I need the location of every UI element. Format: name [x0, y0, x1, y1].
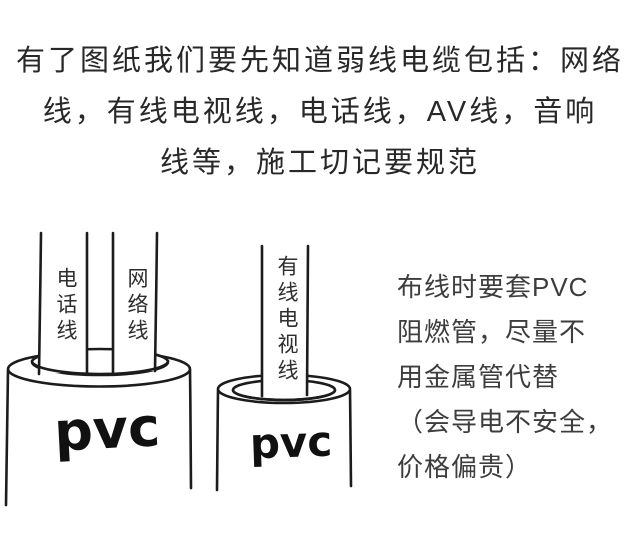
right-pipe-pvc-label: pvc [248, 416, 334, 469]
side-note-line-3: 用金属管代替 [397, 362, 560, 392]
side-note-line-1: 布线时要套PVC [397, 272, 589, 302]
left-pipe-drawing [4, 231, 193, 507]
side-note-line-4: （会导电不安全， [397, 407, 614, 437]
side-note-line-5: 价格偏贵） [397, 452, 533, 482]
heading-text: 有了图纸我们要先知道弱线电缆包括：网络 线，有线电视线，电话线，AV线，音响 线… [0, 36, 640, 189]
cable-label-cable-tv: 有线电视线 [275, 255, 298, 385]
cable-label-telephone: 电话线 [54, 267, 77, 345]
heading-line-1: 有了图纸我们要先知道弱线电缆包括：网络 [15, 45, 624, 77]
heading-line-3: 线等，施工切记要规范 [159, 147, 480, 179]
cable-label-network: 网络线 [125, 267, 148, 345]
left-pipe-pvc-label: pvc [52, 395, 162, 464]
heading-line-2: 线，有线电视线，电话线，AV线，音响 [42, 96, 598, 128]
right-pipe-drawing [215, 244, 353, 492]
side-note: 布线时要套PVC 阻燃管，尽量不 用金属管代替 （会导电不安全， 价格偏贵） [397, 265, 637, 490]
side-note-line-2: 阻燃管，尽量不 [397, 317, 587, 347]
